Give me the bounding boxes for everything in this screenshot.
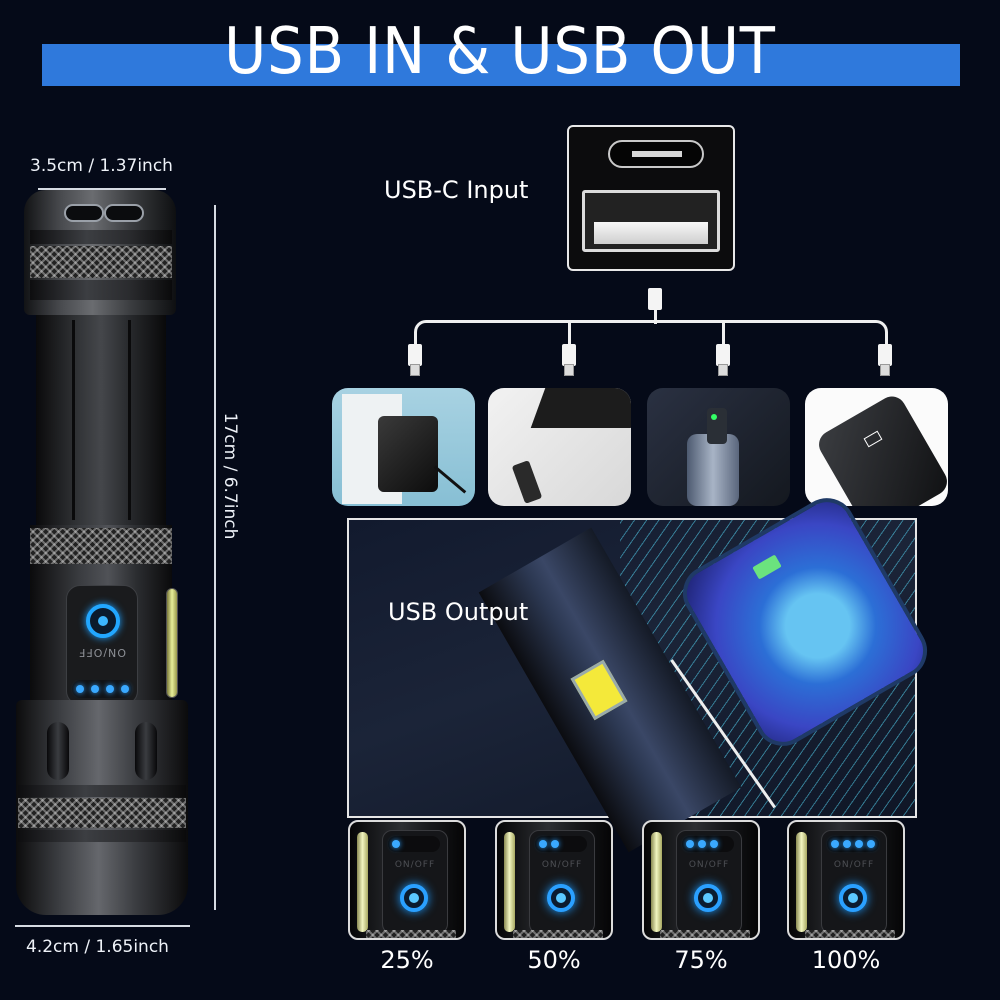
battery-level-label: 50% [527, 946, 581, 974]
battery-indicator [827, 836, 879, 852]
power-button-icon [86, 604, 120, 638]
battery-led-icon [539, 840, 547, 848]
wall-charger-image [332, 388, 475, 506]
title-banner [42, 44, 960, 86]
usb-c-port-icon [104, 204, 144, 222]
power-button-center [98, 616, 108, 626]
battery-led-icon [90, 685, 99, 693]
battery-level-label: 75% [674, 946, 728, 974]
power-bank-image [805, 388, 948, 506]
battery-led-icon [843, 840, 851, 848]
width-top-label: 3.5cm / 1.37inch [30, 156, 173, 176]
bezel-ring [18, 830, 186, 842]
cable [654, 310, 657, 324]
head-knurl [30, 246, 172, 278]
battery-led-icon [120, 685, 129, 693]
battery-indicator [535, 836, 587, 852]
battery-indicator [682, 836, 734, 852]
battery-led-icon [867, 840, 875, 848]
power-button-center [409, 893, 419, 903]
usb-c-plug-icon [648, 288, 662, 310]
cob-strip [651, 832, 662, 932]
mid-knurl [30, 528, 172, 564]
usb-c-port-icon [64, 204, 104, 222]
battery-indicator [72, 680, 132, 698]
switch-label: ON/OFF [394, 860, 436, 870]
battery-led-icon [686, 840, 694, 848]
knurl [366, 930, 456, 938]
power-button-icon [839, 884, 867, 912]
usb-a-plug-icon [408, 344, 422, 366]
width-bottom-line [15, 925, 190, 927]
usb-a-plug-icon [878, 344, 892, 366]
bezel-ring [18, 785, 186, 797]
cob-strip [504, 832, 515, 932]
cable [722, 322, 725, 344]
laptop-image [488, 388, 631, 506]
usb-a-plug-tip [880, 364, 890, 376]
cob-light-strip [166, 588, 178, 698]
knurl [513, 930, 603, 938]
battery-card-50: ON/OFF [495, 820, 613, 940]
battery-indicator [388, 836, 440, 852]
bezel-slot [47, 722, 69, 780]
car-charger-image [647, 388, 790, 506]
usb-a-plug-icon [716, 344, 730, 366]
width-top-line [38, 188, 166, 190]
switch-label: ON/OFF [541, 860, 583, 870]
head-ring [30, 280, 172, 300]
usb-a-plug-tip [718, 364, 728, 376]
body-groove [72, 320, 75, 520]
page-title: USB IN & USB OUT [224, 15, 776, 89]
length-line [214, 205, 216, 910]
battery-card-25: ON/OFF [348, 820, 466, 940]
battery-led-icon [392, 840, 400, 848]
head-ring [30, 230, 172, 244]
battery-led-icon [698, 840, 706, 848]
switch-label: ON/OFF [688, 860, 730, 870]
battery-led-icon [831, 840, 839, 848]
battery-card-100: ON/OFF [787, 820, 905, 940]
usb-input-label: USB-C Input [384, 176, 529, 204]
length-label: 17cm / 6.7inch [220, 412, 240, 540]
battery-led-icon [75, 685, 84, 693]
split-cable [414, 320, 888, 344]
usb-a-plug-tip [410, 364, 420, 376]
width-bottom-label: 4.2cm / 1.65inch [26, 937, 169, 957]
bezel-knurl [18, 798, 186, 828]
usb-a-plug-tip [564, 364, 574, 376]
usb-a-plug-icon [562, 344, 576, 366]
battery-led-icon [551, 840, 559, 848]
bezel-slot [135, 722, 157, 780]
power-button-center [848, 893, 858, 903]
battery-level-label: 100% [811, 946, 881, 974]
usb-output-label: USB Output [388, 598, 529, 626]
body-groove [128, 320, 131, 520]
battery-led-icon [710, 840, 718, 848]
cob-strip [796, 832, 807, 932]
flashlight-body [36, 315, 166, 525]
battery-led-icon [855, 840, 863, 848]
cob-strip [357, 832, 368, 932]
power-button-center [703, 893, 713, 903]
switch-label: ON/OFF [833, 860, 875, 870]
battery-led-icon [105, 685, 114, 693]
usb-c-pin [632, 151, 682, 157]
switch-label: ON/OFF [78, 646, 126, 659]
knurl [805, 930, 895, 938]
battery-card-75: ON/OFF [642, 820, 760, 940]
power-button-center [556, 893, 566, 903]
usb-a-tongue [594, 222, 708, 244]
battery-level-label: 25% [380, 946, 434, 974]
knurl [660, 930, 750, 938]
cable [568, 322, 571, 344]
